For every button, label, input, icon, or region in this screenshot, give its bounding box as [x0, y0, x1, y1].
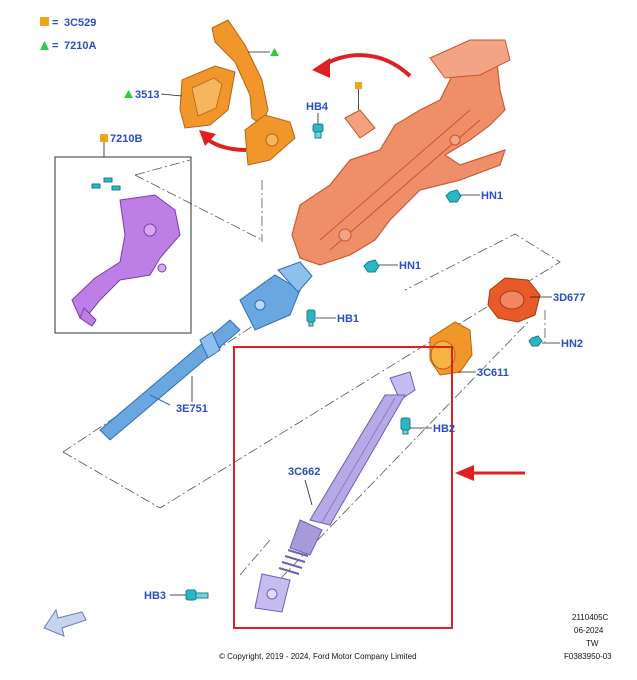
legend-triangle-code: 7210A: [64, 40, 96, 52]
tilt-lever: [211, 19, 296, 166]
bolt-hb1: [306, 309, 316, 327]
callout-3d677: 3D677: [553, 292, 585, 304]
copyright-text: © Copyright, 2019 - 2024, Ford Motor Com…: [219, 652, 417, 661]
callout-3c662: 3C662: [288, 466, 320, 478]
legend-square-equals: =: [52, 17, 58, 29]
figure-code-2: 06-2024: [574, 626, 604, 635]
square-marker-icon: [355, 82, 362, 89]
figure-code-3: TW: [586, 639, 599, 648]
callout-hb4: HB4: [306, 101, 329, 113]
arrow-head-icon: [199, 130, 216, 146]
nut-hn2: [528, 335, 543, 347]
callout-hb3: HB3: [144, 590, 166, 602]
highlight-box: [233, 346, 453, 629]
callout-3e751: 3E751: [176, 403, 208, 415]
lower-shaft-3e751: [99, 261, 313, 441]
callout-hn1-lower: HN1: [399, 260, 421, 272]
lever-cover: [179, 65, 236, 129]
rotation-arrows: [199, 53, 412, 152]
nut-hn1-lower: [363, 259, 380, 273]
figure-code-1: 2110405C: [572, 613, 609, 622]
figure-code-4: F0383950-03: [564, 652, 612, 661]
callout-3513: 3513: [135, 89, 159, 101]
inset-frame: [54, 156, 192, 334]
legend-triangle-equals: =: [52, 40, 58, 52]
bolt-hb4: [312, 123, 324, 139]
inset-fasteners: [91, 177, 121, 191]
intermediate-shaft-3c662: [254, 371, 416, 613]
callout-hn2: HN2: [561, 338, 583, 350]
steering-column-housing: [291, 39, 511, 266]
legend: = 3C529 = 7210A: [40, 17, 96, 52]
view-direction-arrow-icon: [43, 608, 87, 637]
boot-3d677: [487, 277, 541, 323]
nut-hn1-upper: [445, 189, 462, 203]
callout-7210b: 7210B: [110, 133, 142, 145]
arrow-head-icon: [312, 58, 330, 78]
bolt-hb3: [185, 589, 209, 601]
arrow-left-icon: [455, 465, 474, 481]
callout-hb1: HB1: [337, 313, 359, 325]
pointer-arrow: [455, 465, 525, 481]
legend-square-code: 3C529: [64, 17, 96, 29]
triangle-marker-icon: [124, 90, 133, 98]
callout-hn1-upper: HN1: [481, 190, 503, 202]
bolt-hb2: [400, 417, 411, 435]
square-marker-icon: [100, 134, 108, 142]
triangle-marker-icon: [270, 48, 279, 56]
callout-hb2: HB2: [433, 423, 455, 435]
bracket-7210b: [71, 194, 181, 327]
triangle-marker-icon: [40, 41, 49, 50]
square-marker-icon: [40, 17, 49, 26]
shaft-bellows: [278, 549, 309, 575]
callout-3c611: 3C611: [477, 367, 509, 379]
